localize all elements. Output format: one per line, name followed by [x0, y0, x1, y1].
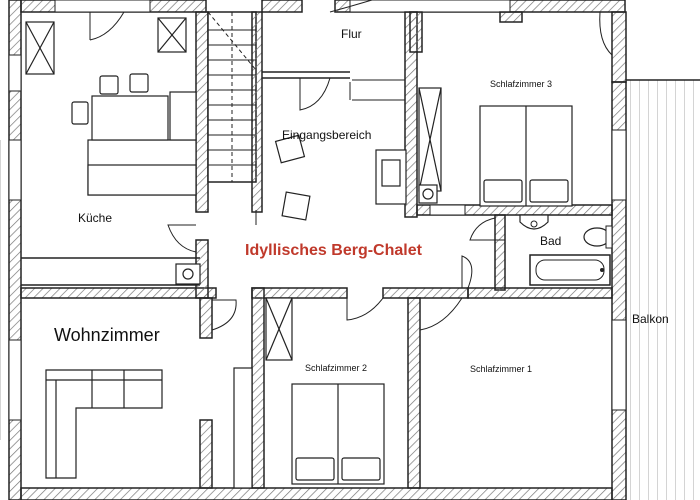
room-label-eingangsbereich: Eingangsbereich — [282, 128, 372, 142]
doors — [89, 0, 613, 331]
left-exterior-wall — [0, 0, 22, 500]
entry-walls — [262, 11, 418, 218]
kitchen-furniture — [71, 73, 201, 285]
balcony-floor — [626, 80, 700, 500]
staircase — [195, 11, 263, 299]
room-label-flur: Flur — [341, 27, 362, 41]
entry-furniture — [274, 134, 438, 221]
bedroom-walls-middle — [199, 287, 469, 489]
bottom-exterior-wall — [20, 487, 613, 500]
bedroom3-wall — [409, 11, 613, 216]
room-label-schlafzimmer3: Schlafzimmer 3 — [490, 79, 553, 89]
bathroom-walls — [467, 214, 613, 299]
top-exterior-wall — [20, 0, 626, 13]
sofa — [45, 369, 163, 479]
room-label-schlafzimmer1: Schlafzimmer 1 — [470, 364, 533, 374]
wardrobes — [25, 17, 442, 361]
room-label-balkon: Balkon — [632, 312, 669, 326]
beds — [291, 105, 573, 485]
room-label-kueche: Küche — [78, 211, 113, 225]
room-label-wohnzimmer: Wohnzimmer — [54, 325, 160, 345]
balcony-wall — [611, 11, 627, 500]
kitchen-living-wall — [20, 257, 217, 299]
room-label-bad: Bad — [540, 234, 562, 248]
room-label-schlafzimmer2: Schlafzimmer 2 — [305, 363, 368, 373]
plan-title: Idyllisches Berg-Chalet — [245, 242, 422, 259]
